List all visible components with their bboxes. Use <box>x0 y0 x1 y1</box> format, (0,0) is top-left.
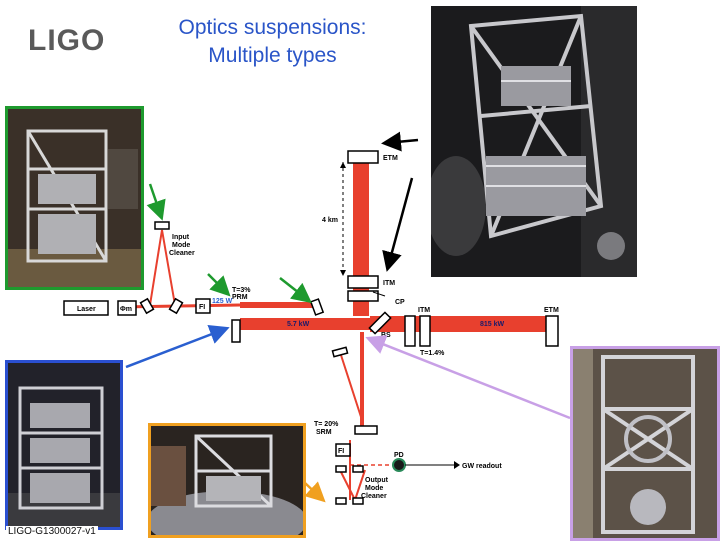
label-phase-mod: Φm <box>120 306 132 313</box>
imc-mirror-top <box>154 221 170 230</box>
label-etm-right: ETM <box>544 307 559 314</box>
label-srm: SRM <box>316 429 332 436</box>
bs-mirror <box>368 311 392 335</box>
imc-mirror-left <box>139 297 155 315</box>
beam-imc <box>149 229 176 306</box>
label-imc-1: Input <box>172 234 190 241</box>
omc-mirror-2 <box>352 465 364 473</box>
label-fi-input: FI <box>199 304 205 311</box>
label-imc-2: Mode <box>172 242 190 249</box>
beam-src-fold <box>339 351 363 421</box>
photo-hsts-suspension <box>5 106 144 290</box>
arrow-green-fold <box>279 277 312 304</box>
label-etm-top: ETM <box>383 155 398 162</box>
cp-pointer <box>372 291 386 297</box>
label-itm-right: ITM <box>418 307 430 314</box>
fold-mirror-2 <box>331 346 349 358</box>
ligo-logo: LIGO <box>28 24 106 57</box>
label-laser: Laser <box>77 306 96 313</box>
label-pd: PD <box>394 452 404 459</box>
itm-right-mirror <box>419 315 431 347</box>
srm-mirror <box>354 425 378 435</box>
label-srm-t: T= 20% <box>314 421 339 428</box>
title-line-2: Multiple types <box>208 44 337 67</box>
arrow-blue-prm <box>125 325 230 369</box>
label-gw-readout: GW readout <box>462 463 502 470</box>
photo-omc-suspension <box>570 346 720 541</box>
arrow-black-etm <box>381 131 419 152</box>
laser-beams <box>119 160 550 503</box>
label-power-815: 815 kW <box>480 321 505 328</box>
title-line-1: Optics suspensions: <box>178 16 367 39</box>
etm-top-mirror <box>347 150 379 164</box>
photo-hams-suspension <box>5 360 123 530</box>
cp-top <box>347 290 379 302</box>
label-omc-2: Mode <box>365 485 383 492</box>
arrow-black-itm <box>382 177 414 272</box>
laser-box <box>63 300 109 316</box>
omc-mirror-4 <box>352 497 364 505</box>
optics <box>63 150 559 505</box>
label-imc-3: Cleaner <box>169 250 195 257</box>
label-arm-length: 4 km <box>322 217 338 224</box>
omc-mirror-3 <box>335 497 347 505</box>
fold-mirror-1 <box>309 298 325 316</box>
label-omc-1: Output <box>365 477 389 484</box>
gw-readout-arrowhead <box>454 461 460 469</box>
etm-right-mirror <box>545 315 559 347</box>
cp-right <box>404 315 416 347</box>
photo-bsc-suspension <box>148 423 306 538</box>
arrow-orange-omc <box>304 481 326 503</box>
arrow-violet-bs <box>365 335 571 420</box>
label-prm: PRM <box>232 294 248 301</box>
itm-top-mirror <box>347 275 379 289</box>
prm-mirror <box>231 319 241 343</box>
label-itm-t: T=1.4% <box>420 350 445 357</box>
document-id: LIGO-G1300027-v1 <box>6 526 98 537</box>
fi-output-box <box>335 443 351 457</box>
beam-horizontal-arm <box>370 316 550 332</box>
slide-title: Optics suspensions: Multiple types <box>150 14 395 70</box>
label-power-5-7: 5.7 kW <box>287 321 310 328</box>
pd-detector <box>392 458 406 472</box>
photo-quad-suspension <box>431 6 637 277</box>
omc-mirror-1 <box>335 465 347 473</box>
label-itm-top: ITM <box>383 280 395 287</box>
phase-mod-box <box>117 300 137 316</box>
imc-mirror-right <box>168 297 184 315</box>
label-cp: CP <box>395 299 405 306</box>
arrow-green-imc <box>146 183 166 221</box>
arrow-green-prm <box>207 273 231 297</box>
label-power-125: 125 W <box>212 298 233 305</box>
fi-input-box <box>195 298 211 314</box>
label-prm-t: T=3% <box>232 287 251 294</box>
label-fi-output: FI <box>338 448 344 455</box>
beam-recycling <box>240 318 370 330</box>
label-omc-3: Cleaner <box>361 493 387 500</box>
label-bs: BS <box>381 332 391 339</box>
